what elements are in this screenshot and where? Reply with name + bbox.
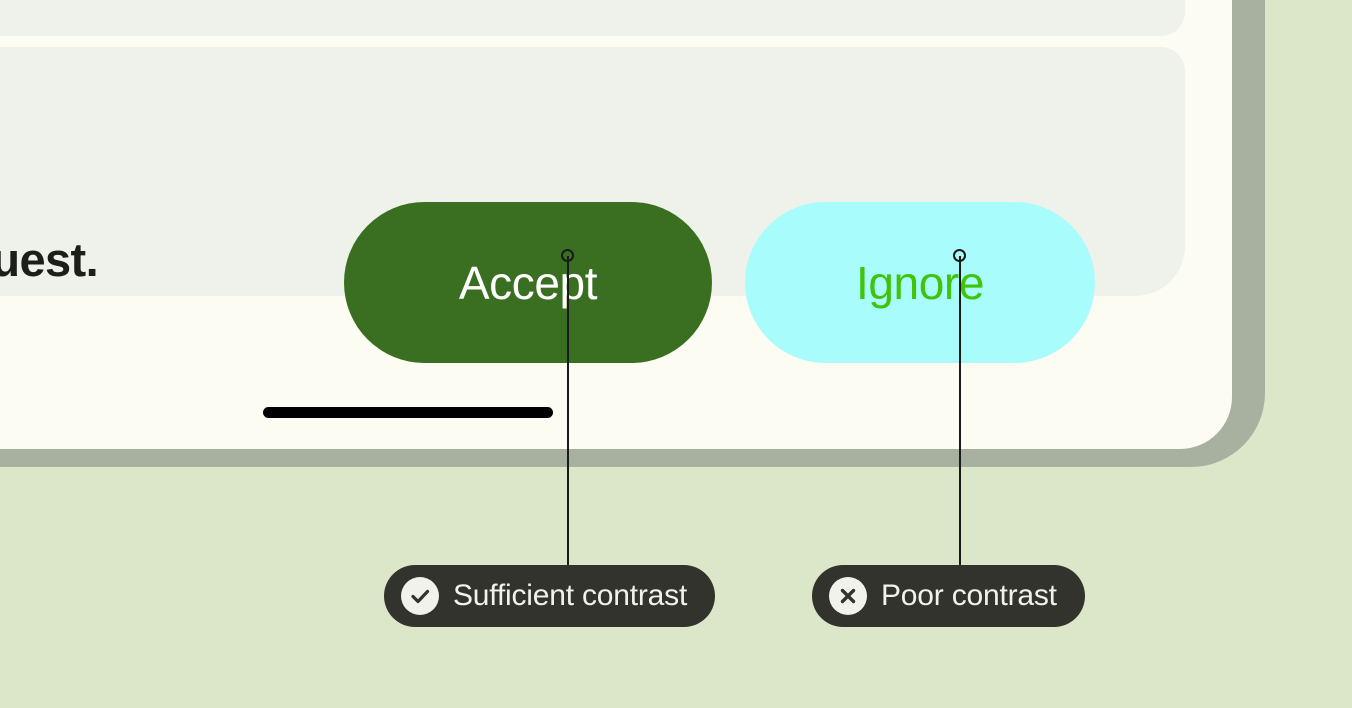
annotation-label-sufficient: Sufficient contrast — [453, 579, 688, 612]
accept-button[interactable]: Accept — [344, 202, 712, 363]
dialog-card: a request. Accept Ignore — [0, 47, 1185, 363]
check-circle-icon — [401, 577, 439, 615]
annotation-sufficient-contrast: Sufficient contrast — [384, 565, 716, 627]
ignore-button[interactable]: Ignore — [745, 202, 1095, 363]
device-frame: a request. Accept Ignore — [0, 0, 1265, 467]
card-above — [0, 0, 1185, 36]
dialog-message: a request. — [0, 233, 99, 286]
leader-endpoint-accept — [561, 249, 574, 262]
home-bar[interactable] — [263, 407, 553, 418]
x-circle-icon — [829, 577, 867, 615]
device-screen: a request. Accept Ignore — [0, 0, 1232, 449]
annotation-label-poor: Poor contrast — [881, 579, 1057, 612]
annotation-poor-contrast: Poor contrast — [812, 565, 1085, 627]
leader-line-accept — [567, 256, 569, 566]
leader-endpoint-ignore — [953, 249, 966, 262]
leader-line-ignore — [959, 256, 961, 566]
